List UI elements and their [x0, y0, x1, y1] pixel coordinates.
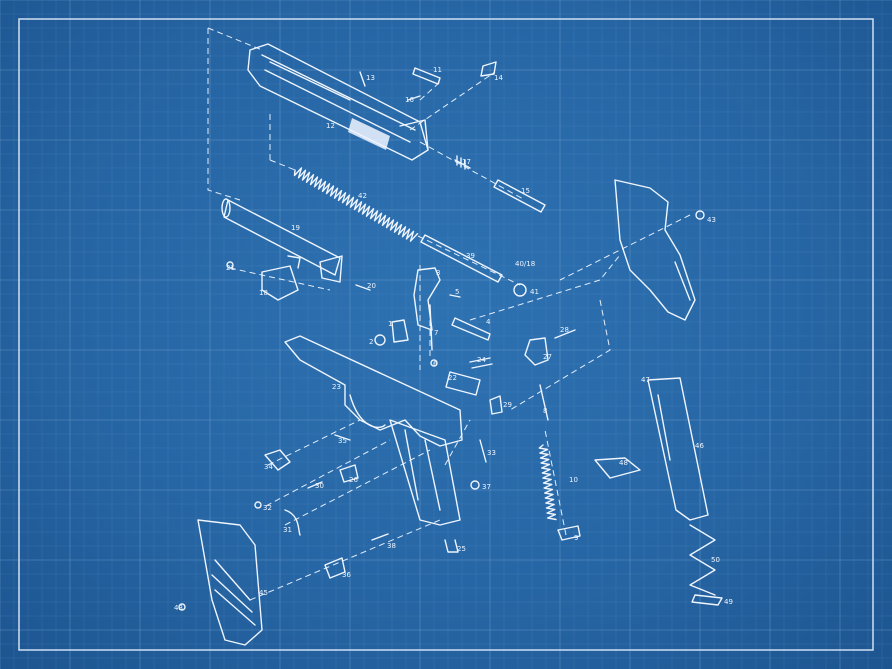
label-3: 3 — [436, 269, 440, 277]
label-27: 27 — [543, 353, 552, 361]
label-48: 48 — [619, 459, 628, 467]
label-20: 20 — [367, 282, 376, 290]
label-1: 1 — [388, 320, 392, 328]
grip-panel-right — [614, 179, 705, 321]
barrel-part — [221, 198, 343, 283]
label-35: 35 — [338, 437, 347, 445]
label-7: 7 — [434, 329, 438, 337]
label-14: 14 — [494, 74, 503, 82]
magazine-part — [594, 377, 723, 606]
label-12: 12 — [326, 122, 335, 130]
label-38: 38 — [387, 542, 396, 550]
label-32: 32 — [263, 504, 272, 512]
label-23: 23 — [332, 383, 341, 391]
label-4: 4 — [486, 318, 491, 326]
label-49: 49 — [724, 598, 733, 606]
label-8: 8 — [543, 407, 547, 415]
label-24: 24 — [477, 356, 486, 364]
label-22: 22 — [448, 374, 457, 382]
label-43-right: 43 — [707, 216, 716, 224]
label-26: 26 — [349, 476, 358, 484]
label-37: 37 — [482, 483, 491, 491]
label-31: 31 — [283, 526, 292, 534]
assembly-lines — [207, 27, 691, 601]
label-10: 10 — [569, 476, 578, 484]
label-6: 6 — [433, 360, 438, 368]
grip-panel-left — [178, 519, 263, 646]
label-41: 41 — [530, 288, 539, 296]
slide-part — [247, 43, 429, 161]
label-2: 2 — [369, 338, 373, 346]
label-13: 13 — [366, 74, 375, 82]
part-number-labels: 13 11 14 16 12 17 15 42 19 39 40/18 41 2… — [174, 66, 733, 612]
recoil-spring — [293, 167, 419, 242]
label-40-18: 40/18 — [515, 260, 535, 268]
guide-rod — [420, 234, 503, 283]
firing-pin — [493, 179, 546, 213]
label-9: 9 — [574, 534, 578, 542]
label-17: 17 — [462, 158, 471, 166]
label-18: 18 — [259, 289, 268, 297]
label-36: 36 — [342, 571, 351, 579]
label-34: 34 — [264, 463, 273, 471]
label-45: 45 — [259, 589, 268, 597]
label-46: 46 — [695, 442, 704, 450]
label-19: 19 — [291, 224, 300, 232]
label-47: 47 — [641, 376, 650, 384]
label-16: 16 — [405, 96, 414, 104]
label-21: 21 — [226, 264, 235, 272]
label-29: 29 — [503, 401, 512, 409]
label-28: 28 — [560, 326, 569, 334]
firing-pin-spring — [454, 155, 471, 170]
label-50: 50 — [711, 556, 720, 564]
label-39: 39 — [466, 252, 475, 260]
label-11: 11 — [433, 66, 442, 74]
label-30: 30 — [315, 482, 324, 490]
frame-part — [284, 335, 463, 526]
label-42: 42 — [358, 192, 367, 200]
label-33: 33 — [487, 449, 496, 457]
frame-border — [18, 18, 874, 651]
label-15: 15 — [521, 187, 530, 195]
label-43-left: 43 — [174, 604, 183, 612]
label-5: 5 — [455, 288, 459, 296]
label-25: 25 — [457, 545, 466, 553]
